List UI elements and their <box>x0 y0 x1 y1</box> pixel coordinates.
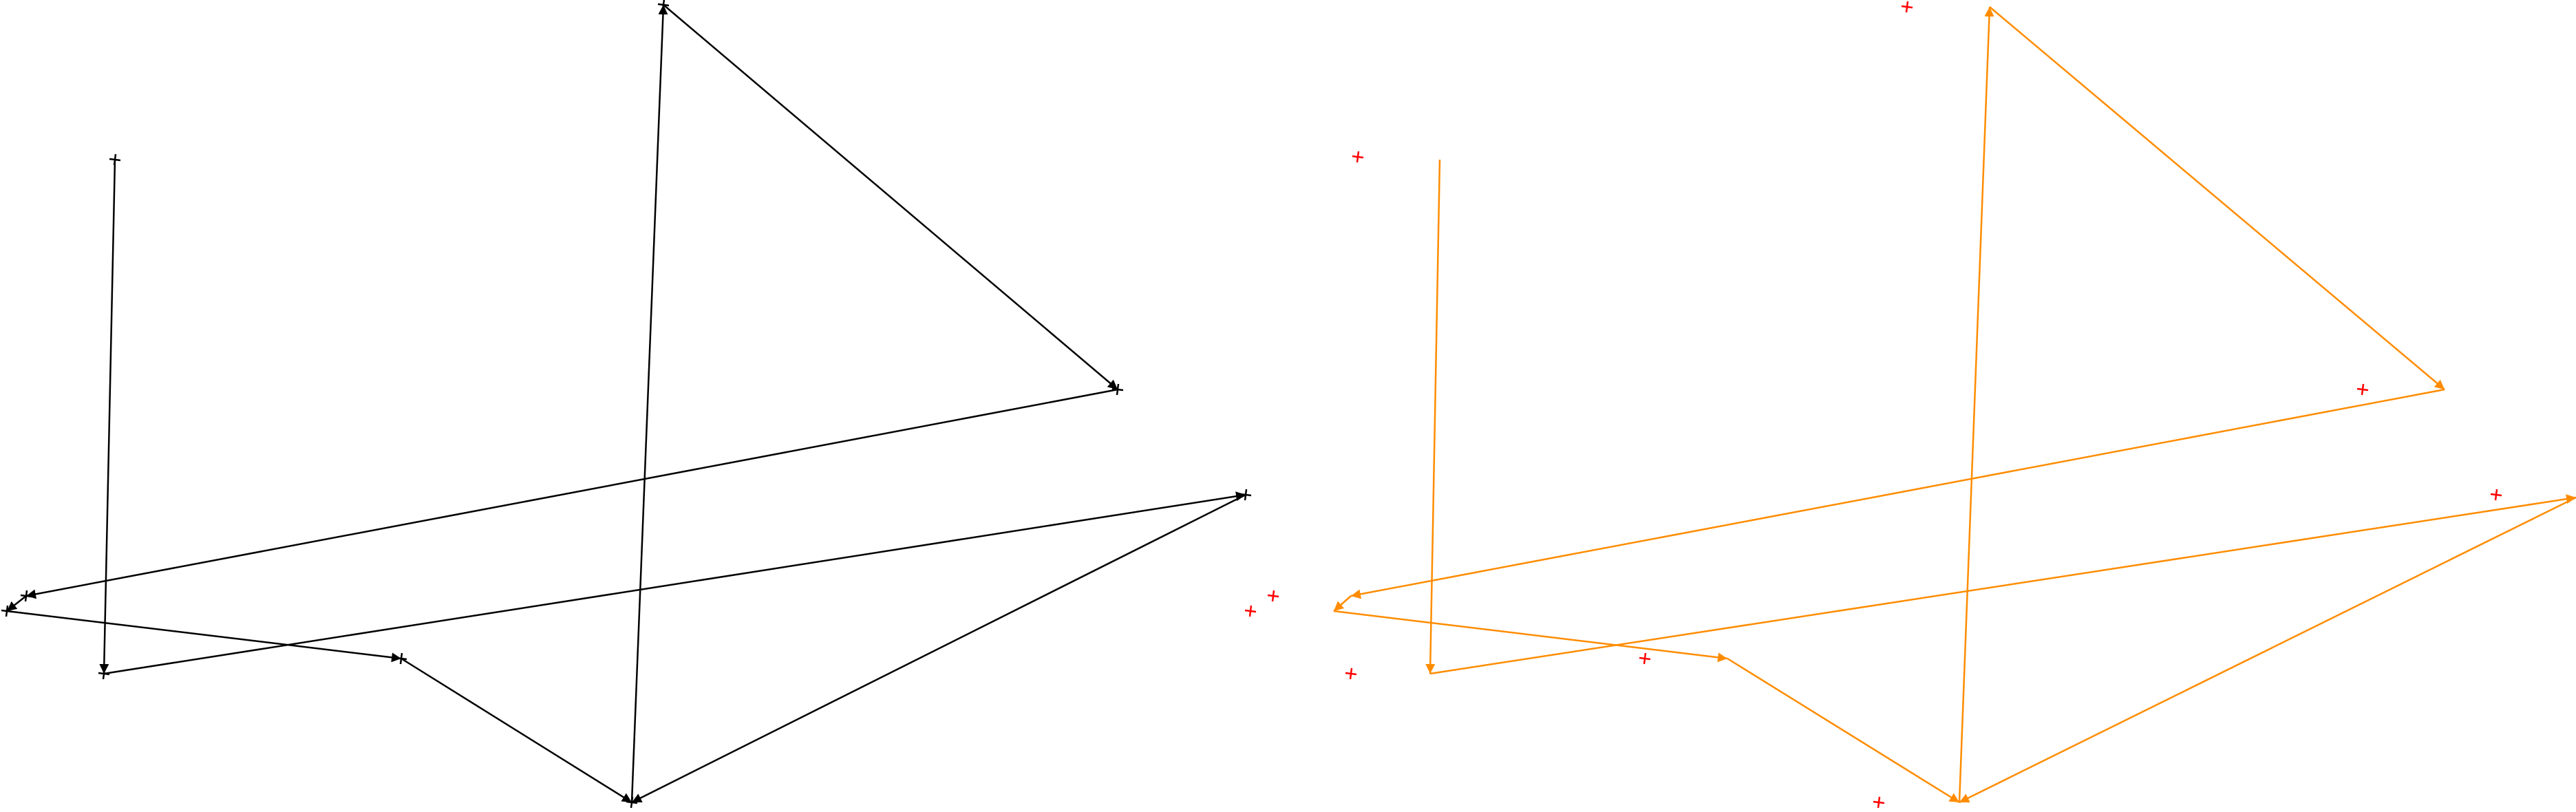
cross-marker <box>98 667 110 680</box>
cross-marker <box>1111 383 1124 396</box>
cross-marker <box>1 605 13 617</box>
path-segment <box>630 4 668 803</box>
cross-marker <box>20 590 32 602</box>
cross-marker <box>1345 667 1357 680</box>
path-segment <box>1429 494 2576 675</box>
path-segment <box>663 4 1118 390</box>
path-segment <box>99 159 116 674</box>
cross-marker <box>1901 1 1913 13</box>
path-segment <box>6 595 27 612</box>
path-segment <box>1959 496 2576 804</box>
path-segment <box>631 493 1246 804</box>
cross-marker <box>1267 590 1279 602</box>
path-segment <box>1333 610 1728 663</box>
cross-marker <box>1639 652 1651 665</box>
cross-marker <box>109 153 121 166</box>
cross-marker <box>1873 796 1885 809</box>
cross-marker <box>2356 383 2369 396</box>
cross-marker <box>395 652 407 665</box>
cross-marker <box>657 0 670 11</box>
path-segment <box>103 491 1246 675</box>
path-segment <box>1350 388 2445 599</box>
path-segment <box>1333 595 1352 612</box>
cross-marker <box>1352 151 1364 163</box>
path-segment <box>1727 657 1960 804</box>
cross-marker <box>1244 605 1257 617</box>
right-path-panel <box>1244 1 2576 809</box>
path-segment <box>6 610 402 663</box>
path-segment <box>25 388 1118 599</box>
path-segment <box>1989 6 2445 390</box>
cross-marker <box>2490 489 2502 501</box>
path-segment <box>401 657 632 804</box>
path-segment <box>1425 159 1441 674</box>
cross-marker <box>626 796 638 809</box>
path-segment <box>1958 6 1994 803</box>
cross-marker <box>1239 489 1252 501</box>
left-path-panel <box>1 0 1252 809</box>
